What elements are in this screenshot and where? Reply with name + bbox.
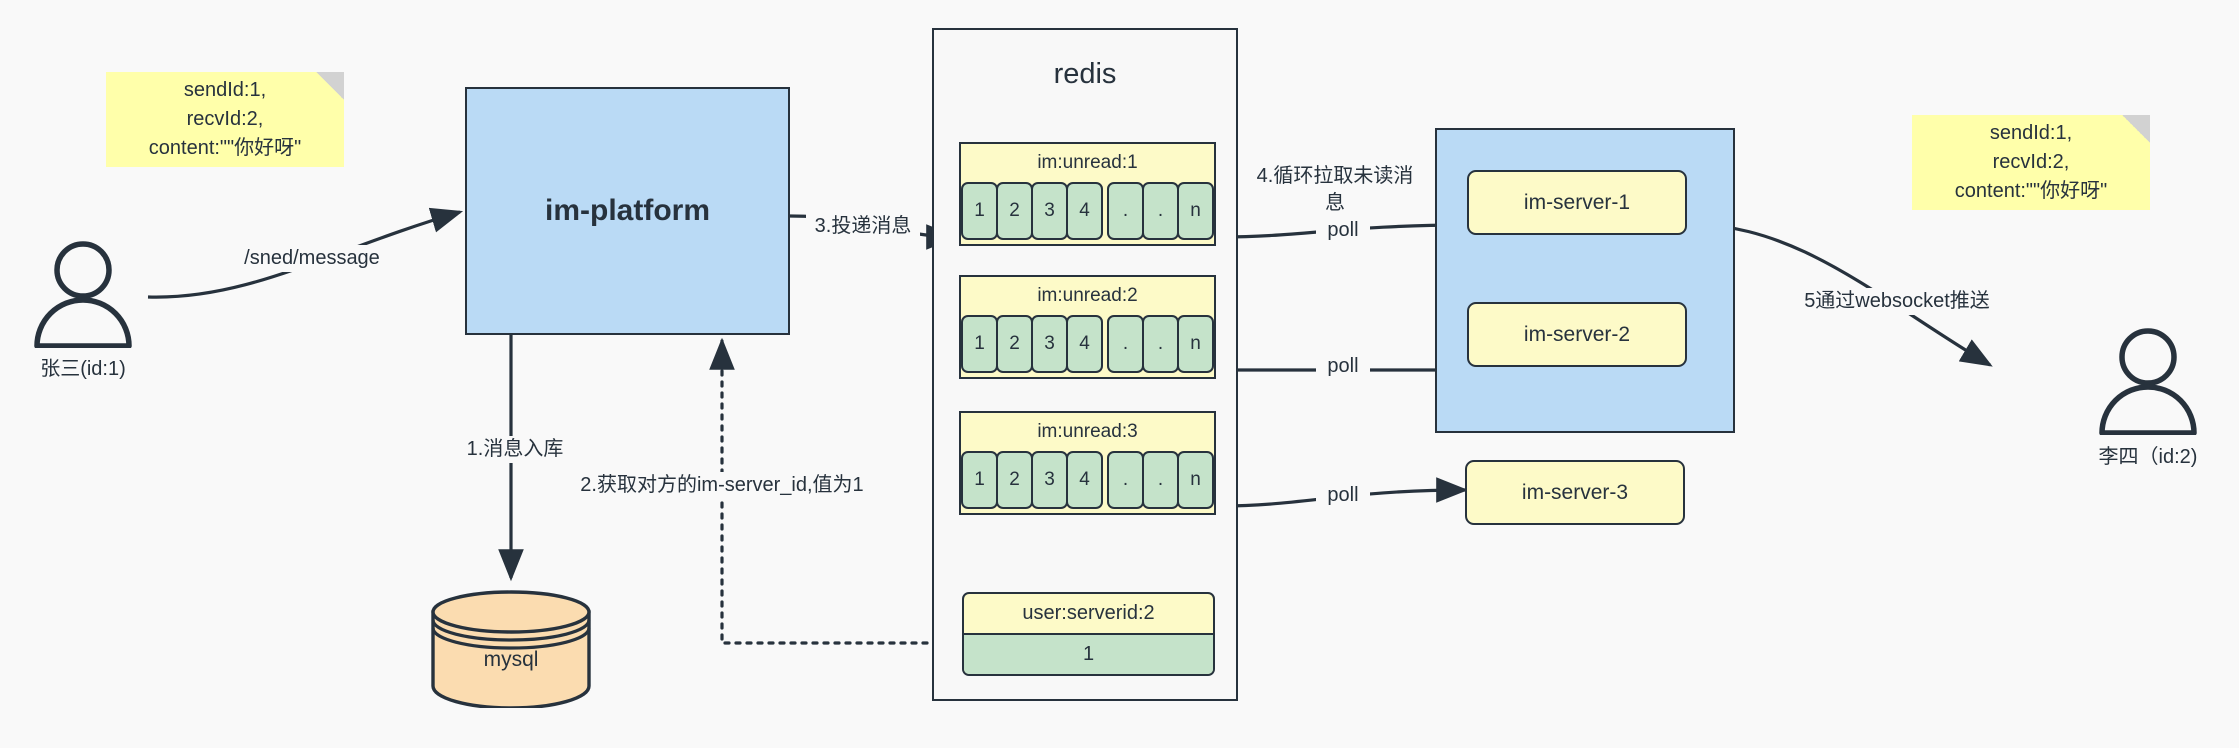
note-left-text: sendId:1, recvId:2, content:""你好呀" xyxy=(148,79,302,159)
queue-cell: 4 xyxy=(1066,451,1103,509)
actor-sender xyxy=(28,238,138,349)
queue-cell: . xyxy=(1107,315,1144,373)
queue-key-label: im:unread:2 xyxy=(1037,285,1138,306)
node-im-server-3[interactable]: im-server-3 xyxy=(1465,460,1685,525)
node-redis: redis im:unread:1 1 2 3 4 . . n im:unrea… xyxy=(932,28,1238,701)
im-server-3-label: im-server-3 xyxy=(1521,480,1629,504)
edge-label-step2: 2.获取对方的im-server_id,值为1 xyxy=(570,472,874,499)
queue-cell: 1 xyxy=(961,315,998,373)
queue-cell: n xyxy=(1177,182,1214,240)
im-server-2-label: im-server-2 xyxy=(1523,322,1631,346)
queue-cell: 2 xyxy=(996,451,1033,509)
redis-queue-im-unread-3[interactable]: im:unread:3 1 2 3 4 . . n xyxy=(959,411,1216,515)
queue-key-label: im:unread:1 xyxy=(1037,152,1138,173)
node-im-server-2[interactable]: im-server-2 xyxy=(1467,302,1687,367)
im-platform-label: im-platform xyxy=(545,194,710,227)
note-right: sendId:1, recvId:2, content:""你好呀" xyxy=(1912,115,2150,210)
queue-cell: 3 xyxy=(1031,451,1068,509)
node-im-platform[interactable]: im-platform xyxy=(465,87,790,335)
node-im-server-group: im-server-1 im-server-2 xyxy=(1435,128,1735,433)
redis-queue-im-unread-1[interactable]: im:unread:1 1 2 3 4 . . n xyxy=(959,142,1216,246)
edge-label-poll-1: poll xyxy=(1316,217,1370,244)
im-server-1-label: im-server-1 xyxy=(1523,190,1631,214)
queue-cells: 1 2 3 4 . . n xyxy=(961,451,1214,509)
queue-key-label: im:unread:3 xyxy=(1037,421,1138,442)
queue-cell: 4 xyxy=(1066,315,1103,373)
database-cylinder-icon xyxy=(431,590,591,710)
queue-cell: . xyxy=(1142,451,1179,509)
kv-key-label: user:serverid:2 xyxy=(1022,602,1155,624)
note-right-text: sendId:1, recvId:2, content:""你好呀" xyxy=(1954,122,2108,202)
edge-label-poll-2: poll xyxy=(1316,353,1370,380)
queue-cell: . xyxy=(1142,315,1179,373)
kv-value-label: 1 xyxy=(964,633,1213,674)
queue-cell: 2 xyxy=(996,182,1033,240)
queue-cell: . xyxy=(1107,182,1144,240)
queue-cell: 3 xyxy=(1031,315,1068,373)
edge-label-send-message: /sned/message xyxy=(230,245,394,272)
edge-label-step3: 3.投递消息 xyxy=(806,213,920,240)
user-icon xyxy=(34,241,132,349)
note-fold-icon xyxy=(316,72,344,100)
actor-sender-label: 张三(id:1) xyxy=(40,358,126,380)
edge-label-step5: 5通过websocket推送 xyxy=(1790,288,2004,315)
actor-receiver xyxy=(2093,325,2203,436)
edge-step2 xyxy=(709,337,962,645)
queue-cell: . xyxy=(1142,182,1179,240)
queue-cell: 3 xyxy=(1031,182,1068,240)
queue-cell: n xyxy=(1177,315,1214,373)
redis-kv-user-serverid[interactable]: user:serverid:2 1 xyxy=(962,592,1215,676)
redis-queue-im-unread-2[interactable]: im:unread:2 1 2 3 4 . . n xyxy=(959,275,1216,379)
queue-cell: 2 xyxy=(996,315,1033,373)
queue-cell: 1 xyxy=(961,451,998,509)
note-fold-icon xyxy=(2122,115,2150,143)
queue-cell: . xyxy=(1107,451,1144,509)
actor-receiver-label: 李四（id:2) xyxy=(2098,446,2198,468)
queue-cell: 4 xyxy=(1066,182,1103,240)
edge-label-step1: 1.消息入库 xyxy=(448,436,582,463)
node-im-server-1[interactable]: im-server-1 xyxy=(1467,170,1687,235)
node-mysql[interactable]: mysql xyxy=(430,590,592,710)
edge-label-poll-3: poll xyxy=(1316,482,1370,509)
user-icon xyxy=(2099,328,2197,436)
mysql-label: mysql xyxy=(483,648,539,671)
redis-label: redis xyxy=(1053,58,1117,90)
note-left: sendId:1, recvId:2, content:""你好呀" xyxy=(106,72,344,167)
queue-cell: n xyxy=(1177,451,1214,509)
queue-cells: 1 2 3 4 . . n xyxy=(961,182,1214,240)
queue-cells: 1 2 3 4 . . n xyxy=(961,315,1214,373)
edge-label-step4: 4.循环拉取未读消 息 xyxy=(1253,163,1417,217)
queue-cell: 1 xyxy=(961,182,998,240)
